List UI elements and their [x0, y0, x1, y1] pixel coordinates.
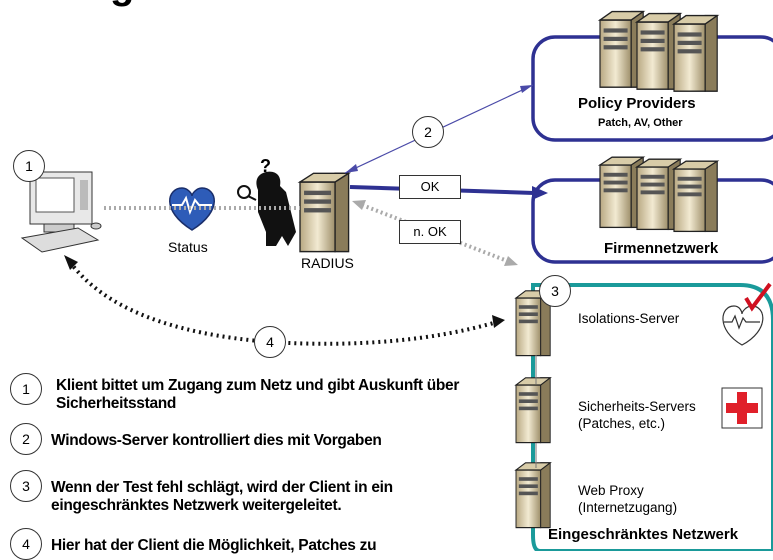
isolation-step-badge: 3	[539, 275, 571, 307]
policy-step-badge: 2	[412, 116, 444, 148]
step-4-badge: 4	[10, 528, 42, 560]
firmennetzwerk-label: Firmennetzwerk	[604, 240, 719, 257]
svg-text:?: ?	[260, 156, 271, 176]
proxy-server-icon	[515, 462, 551, 529]
step-3-badge: 3	[10, 470, 42, 502]
status-heart-icon	[169, 187, 215, 231]
sicherheit-server-label: Sicherheits-Servers(Patches, etc.)	[578, 399, 696, 431]
policy-server-icon	[599, 10, 718, 92]
proxy-server-label: Web Proxy(Internetzugang)	[578, 483, 678, 515]
radius-label: RADIUS	[301, 255, 354, 271]
nok-label: n. OK	[399, 220, 461, 244]
isolation-server-label: Isolations-Server	[578, 311, 680, 326]
restricted-network-box	[531, 283, 773, 551]
restricted-network-label: Eingeschränktes Netzwerk	[548, 526, 739, 543]
nok-arrow	[361, 203, 511, 264]
red-cross-icon	[721, 387, 763, 429]
policy-providers-label: Policy Providers	[578, 95, 696, 112]
step-1-badge: 1	[10, 373, 42, 405]
radius-server-icon	[299, 172, 350, 253]
firmen-server-icon	[599, 156, 718, 233]
step-3-text: Wenn der Test fehl schlägt, wird der Cli…	[51, 479, 393, 514]
step-1-text: Klient bittet um Zugang zum Netz und gib…	[56, 377, 460, 412]
client-step-badge: 1	[13, 150, 45, 182]
client-computer-icon	[20, 171, 102, 253]
inspector-icon: ?	[237, 156, 296, 246]
status-label: Status	[168, 239, 208, 255]
step-4-text: Hier hat der Client die Möglichkeit, Pat…	[51, 537, 377, 554]
health-check-icon	[722, 282, 772, 346]
sicherheit-server-icon	[515, 377, 551, 444]
step-2-text: Windows-Server kontrolliert dies mit Vor…	[51, 432, 382, 449]
return-path	[68, 260, 498, 346]
return-step-badge: 4	[254, 326, 286, 358]
title-fragment: g	[110, 0, 134, 7]
policy-providers-sublabel: Patch, AV, Other	[598, 117, 683, 129]
ok-label: OK	[399, 175, 461, 199]
step-2-badge: 2	[10, 423, 42, 455]
